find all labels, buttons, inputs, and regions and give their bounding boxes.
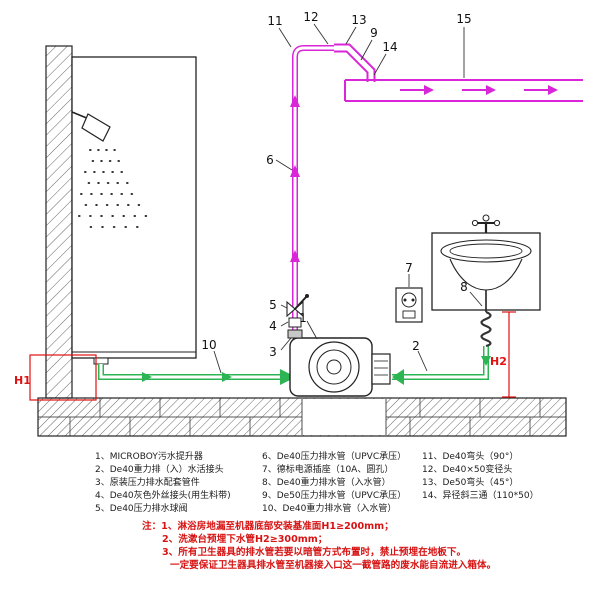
callout-13: 13 <box>351 13 366 27</box>
legend-item-13: 13、De50弯头（45°） <box>422 476 518 488</box>
flex-hose-coil <box>480 310 492 348</box>
pump-plinth <box>302 399 386 435</box>
dimension-h1: H1 <box>14 354 97 401</box>
flow-arrow-icon <box>481 356 491 366</box>
shower-enclosure <box>71 56 197 365</box>
valve-handle-icon <box>294 295 308 310</box>
pump-unit <box>289 337 391 397</box>
callout-14: 14 <box>382 40 397 54</box>
flow-arrow-icon <box>392 369 404 385</box>
flow-arrows-up <box>290 95 300 262</box>
faucet-icon <box>471 214 501 233</box>
legend-item-3: 3、原装压力排水配套管件 <box>95 476 200 488</box>
callout-9: 9 <box>370 26 378 40</box>
pump-motor-face <box>308 341 360 393</box>
callout-4: 4 <box>269 319 277 333</box>
pressure-riser-pipe <box>290 43 376 336</box>
flow-arrow-icon <box>280 369 296 385</box>
legend-item-7: 7、德标电源插座（10A、圆孔） <box>262 463 393 475</box>
legend-item-10: 10、De40重力排水管（入水管） <box>262 502 396 514</box>
legend-item-1: 1、MICROBOY污水提升器 <box>95 450 203 462</box>
pump-discharge-fittings <box>286 294 309 339</box>
legend-item-14: 14、异径斜三通（110*50） <box>422 489 539 501</box>
callout-12: 12 <box>303 10 318 24</box>
flow-arrow-icon <box>142 372 152 382</box>
callout-3: 3 <box>269 345 277 359</box>
note-line-2: 2、洗漱台预埋下水管H2≥300mm； <box>162 533 327 545</box>
legend-item-11: 11、De40弯头（90°） <box>422 450 518 462</box>
callout-1: 1 <box>299 311 307 325</box>
callout-6: 6 <box>266 153 274 167</box>
legend-item-8: 8、De40重力排水管（入水管） <box>262 476 391 488</box>
callout-2: 2 <box>412 339 420 353</box>
union-fitting <box>288 317 302 328</box>
callout-numbers: 1 2 3 4 5 6 7 8 9 10 11 12 13 14 15 <box>201 10 471 359</box>
ball-valve <box>286 294 309 318</box>
callout-11: 11 <box>267 14 282 28</box>
dimension-h2: H2 <box>490 311 516 398</box>
note-line-3: 3、所有卫生器具的排水管若要以暗管方式布置时，禁止预埋在地板下。 <box>162 546 466 558</box>
gravity-pipe-shower <box>98 364 294 380</box>
callout-15: 15 <box>456 12 471 26</box>
callout-10: 10 <box>201 338 216 352</box>
legend-item-12: 12、De40×50变径头 <box>422 463 512 475</box>
h1-label: H1 <box>14 374 31 387</box>
legend: 1、MICROBOY污水提升器 2、De40重力排（入）水活接头 3、原装压力排… <box>95 450 539 514</box>
legend-item-6: 6、De40压力排水管（UPVC承压） <box>262 450 406 462</box>
note-line-4: 一定要保证卫生器具排水管至机器接入口这一截管路的废水能自流进入箱体。 <box>170 559 496 571</box>
flow-arrows-green <box>142 356 491 385</box>
callout-7: 7 <box>405 261 413 275</box>
legend-item-4: 4、De40灰色外丝接头(用生料带) <box>95 489 231 501</box>
ground <box>37 397 567 437</box>
shower-spray-dots <box>78 149 150 228</box>
legend-item-2: 2、De40重力排（入）水活接头 <box>95 463 224 475</box>
legend-item-5: 5、De40压力排水球阀 <box>95 502 188 514</box>
callout-leaders <box>213 23 483 374</box>
grey-thread-adapter <box>287 329 303 339</box>
duct-flow-arrows <box>400 85 558 95</box>
gravity-pipe-sink <box>392 346 489 380</box>
note-line-1: 注：1、淋浴房地漏至机器底部安装基准面H1≥200mm； <box>142 520 394 532</box>
basin-rim <box>440 239 532 263</box>
h2-label: H2 <box>490 355 507 368</box>
pump-inlet-box <box>371 353 391 385</box>
shower-head-icon <box>81 113 111 142</box>
main-discharge-duct <box>344 79 583 102</box>
legend-item-9: 9、De50压力排水管（UPVC承压） <box>262 489 406 501</box>
socket-outlet-icon <box>401 292 417 308</box>
power-socket <box>395 287 423 323</box>
flow-arrow-icon <box>222 372 232 382</box>
installation-notes: 注：1、淋浴房地漏至机器底部安装基准面H1≥200mm； 2、洗漱台预埋下水管H… <box>142 520 496 571</box>
wall <box>45 45 73 399</box>
callout-8: 8 <box>460 280 468 294</box>
sink <box>431 214 541 348</box>
callout-5: 5 <box>269 298 277 312</box>
